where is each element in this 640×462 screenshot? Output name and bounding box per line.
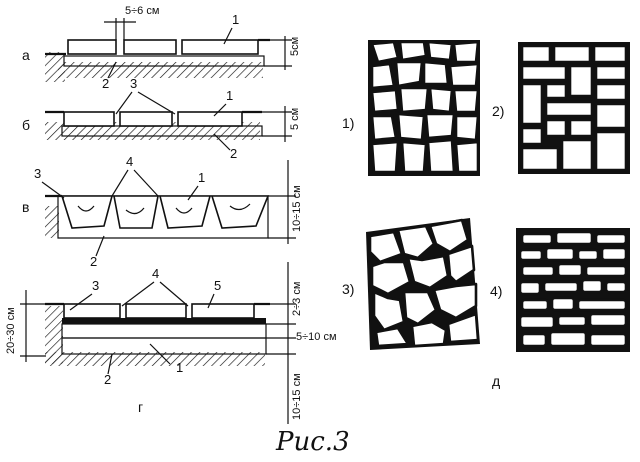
- dim-b-thick: 5 см: [289, 108, 301, 130]
- label-p3: 3): [342, 281, 354, 297]
- g-num-1: 1: [176, 360, 183, 375]
- label-v: в: [22, 199, 29, 215]
- g-slab-1: [63, 303, 121, 319]
- label-p2: 2): [492, 103, 504, 119]
- a-soil-hatch-bottom: [58, 62, 263, 78]
- section-b: 5 см б 3 1 2: [22, 76, 301, 161]
- v-num-4: 4: [126, 154, 133, 169]
- v-num-1: 1: [198, 170, 205, 185]
- a-sand-base: [63, 55, 265, 67]
- v-stone-3: [158, 195, 212, 229]
- pattern-4-coursed-stone: 4): [490, 228, 630, 352]
- a-slab-1: [67, 39, 117, 55]
- section-g: 2÷3 см 5÷10 см 10÷15 см 20÷30 см г 3 4 5…: [5, 262, 337, 424]
- pattern-2-block-stone: 2): [492, 42, 630, 174]
- dim-g-layer3: 10÷15 см: [291, 373, 303, 420]
- a-slab-2: [123, 39, 177, 55]
- a-num-1: 1: [232, 12, 239, 27]
- g-slab-3: [191, 303, 255, 319]
- dim-v-thick: 10÷15 см: [291, 185, 303, 232]
- a-num-2: 2: [102, 76, 109, 91]
- label-g: г: [138, 399, 143, 415]
- v-num-2: 2: [90, 254, 97, 269]
- v-soil-hatch: [45, 206, 59, 238]
- dim-a-thick: 5см: [289, 37, 301, 56]
- g-slab-2: [125, 303, 187, 319]
- label-b: б: [22, 117, 30, 133]
- pattern-3-polygonal-stone: 3): [342, 218, 480, 350]
- dim-g-total: 20÷30 см: [5, 307, 17, 354]
- section-v: 10÷15 см в 3 4 1 2: [22, 154, 303, 269]
- v-stone-4: [210, 195, 270, 229]
- label-a: а: [22, 47, 30, 63]
- g-num-5: 5: [214, 278, 221, 293]
- dim-gap-top: 5÷6 см: [125, 5, 159, 17]
- dim-g-layer2: 5÷10 см: [296, 331, 337, 343]
- section-a: 5÷6 см 5см а 1 2: [22, 5, 301, 91]
- g-soil-hatch-bottom: [45, 352, 265, 366]
- g-num-4: 4: [152, 266, 159, 281]
- b-num-3: 3: [130, 76, 137, 91]
- label-p4: 4): [490, 283, 502, 299]
- pattern-1-random-stone: 1): [342, 40, 480, 176]
- b-num-2: 2: [230, 146, 237, 161]
- label-d: д: [492, 373, 500, 389]
- g-base-sand: [61, 323, 267, 339]
- figure-caption: Рис.3: [275, 427, 350, 457]
- a-slab-3: [181, 39, 259, 55]
- g-base-gravel: [61, 337, 267, 355]
- v-stone-2: [113, 195, 159, 229]
- g-mortar-layer: [62, 318, 266, 324]
- b-slab-3: [177, 111, 243, 127]
- b-slab-2: [119, 111, 173, 127]
- b-num-1: 1: [226, 88, 233, 103]
- g-soil-hatch-left: [45, 306, 63, 364]
- b-slab-1: [63, 111, 115, 127]
- g-num-3: 3: [92, 278, 99, 293]
- v-stone-1: [60, 195, 114, 229]
- v-num-3: 3: [34, 166, 41, 181]
- label-p1: 1): [342, 115, 354, 131]
- g-num-2: 2: [104, 372, 111, 387]
- dim-g-layer1: 2÷3 см: [291, 282, 303, 316]
